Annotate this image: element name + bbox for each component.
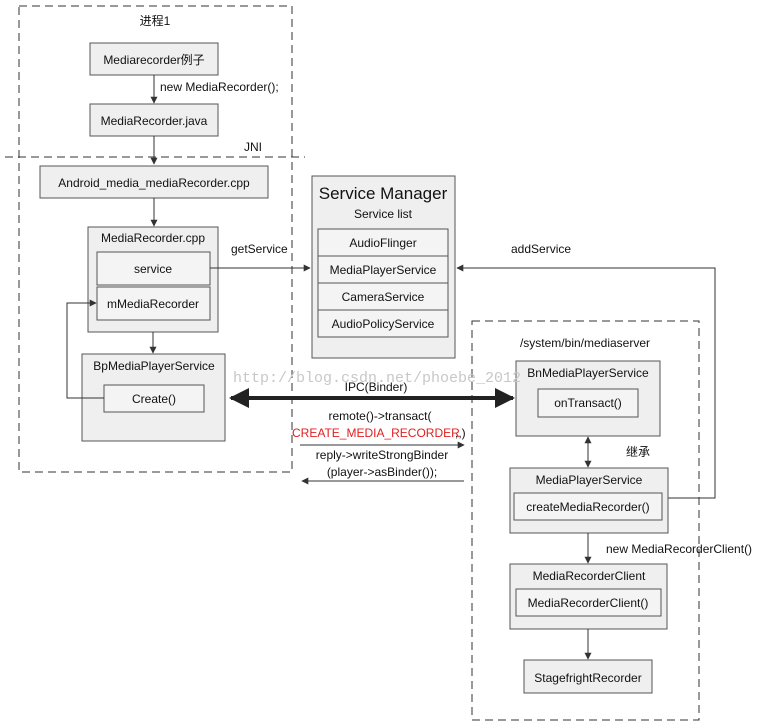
service-item-mediaplayerservice xyxy=(317,255,449,284)
mediarecorder-cpp-title: MediaRecorder.cpp xyxy=(101,231,205,245)
arrow-create-to-mmediarecorder xyxy=(66,299,104,399)
transact-tail-label: ,,) xyxy=(455,426,466,440)
process1-title: 进程1 xyxy=(140,13,171,28)
media-player-service-label: MediaPlayerService xyxy=(536,473,643,487)
bn-player-service-label: BnMediaPlayerService xyxy=(527,366,649,380)
add-service-label: addService xyxy=(511,242,571,256)
arrow-add-service xyxy=(456,264,716,499)
service-item-audioflinger-label: AudioFlinger xyxy=(349,236,416,250)
service-item-audiopolicyservice-label: AudioPolicyService xyxy=(332,317,435,331)
reply-label-1: reply->writeStrongBinder xyxy=(316,448,448,462)
service-field-label: service xyxy=(134,262,172,276)
mediarecorder-java-box xyxy=(89,103,219,137)
get-service-label: getService xyxy=(231,242,288,256)
process1-boundary xyxy=(18,5,293,473)
service-field-box xyxy=(96,251,211,286)
service-item-cameraservice xyxy=(317,282,449,311)
create-method-label: Create() xyxy=(132,392,176,406)
client-ctor-box xyxy=(515,588,662,617)
mediarecorder-java-label: MediaRecorder.java xyxy=(101,114,208,128)
stagefright-recorder-box xyxy=(523,659,653,694)
media-recorder-client-label: MediaRecorderClient xyxy=(533,569,646,583)
transact-code-label: CREATE_MEDIA_RECORDER xyxy=(292,426,460,440)
service-list-label: Service list xyxy=(354,207,413,221)
jni-label: JNI xyxy=(244,140,262,154)
mmediarecorder-field-box xyxy=(96,286,211,321)
on-transact-box xyxy=(537,388,639,418)
new-client-label: new MediaRecorderClient() xyxy=(606,542,752,556)
inherit-label: 继承 xyxy=(626,445,650,459)
create-media-recorder-label: createMediaRecorder() xyxy=(526,500,649,514)
create-media-recorder-box xyxy=(513,492,663,521)
service-item-cameraservice-label: CameraService xyxy=(342,290,425,304)
service-item-audiopolicyservice xyxy=(317,309,449,338)
stagefright-recorder-label: StagefrightRecorder xyxy=(534,671,641,685)
service-item-mediaplayerservice-label: MediaPlayerService xyxy=(330,263,437,277)
reply-label-2: (player->asBinder()); xyxy=(327,465,437,479)
bp-player-service-label: BpMediaPlayerService xyxy=(93,359,215,373)
android-media-cpp-box xyxy=(39,165,269,199)
android-media-cpp-label: Android_media_mediaRecorder.cpp xyxy=(58,176,250,190)
on-transact-label: onTransact() xyxy=(554,396,622,410)
transact-label: remote()->transact( xyxy=(328,409,431,423)
watermark: http://blog.csdn.net/phoebe_2012 xyxy=(233,370,521,387)
client-ctor-label: MediaRecorderClient() xyxy=(528,596,649,610)
mmediarecorder-field-label: mMediaRecorder xyxy=(107,297,199,311)
new-mediarecorder-label: new MediaRecorder(); xyxy=(160,80,279,94)
ipc-binder-label: IPC(Binder) xyxy=(345,380,408,394)
service-manager-title: Service Manager xyxy=(319,184,448,203)
mediarecorder-example-label: Mediarecorder例子 xyxy=(103,53,204,67)
mediaserver-title: /system/bin/mediaserver xyxy=(520,336,650,350)
